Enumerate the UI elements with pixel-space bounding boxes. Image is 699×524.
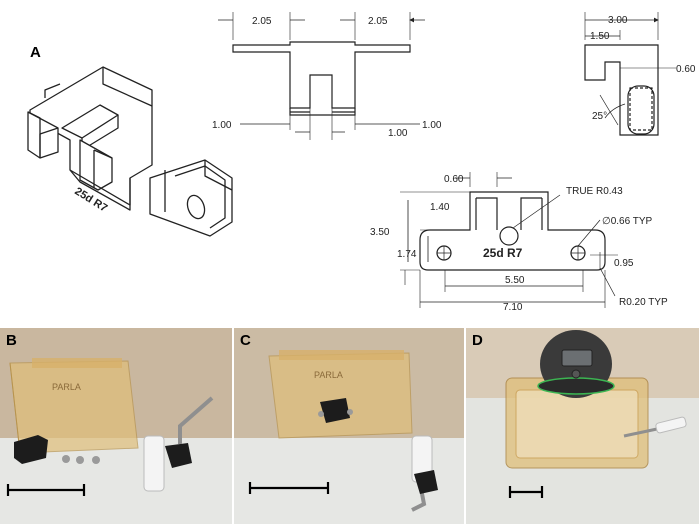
photo-row: B PARLA C PARLA	[0, 328, 699, 524]
dim-slot-left: 1.00	[212, 120, 232, 131]
dim-front-height: 3.50	[370, 227, 390, 238]
top-view	[218, 12, 425, 140]
dim-front-height-lower: 1.74	[397, 249, 417, 260]
dim-front-height-upper: 1.40	[430, 202, 450, 213]
dim-true-radius: TRUE R0.43	[566, 186, 623, 197]
dim-top-left-width: 2.05	[252, 16, 272, 27]
photo-c	[234, 328, 464, 524]
dim-side-partial: 1.50	[590, 31, 610, 42]
dim-slot-right: 1.00	[422, 120, 442, 131]
container-label-b: PARLA	[52, 382, 81, 392]
dim-front-width-total: 7.10	[503, 302, 523, 313]
panel-a: A	[27, 12, 696, 313]
panel-letter-c: C	[240, 332, 251, 349]
side-view	[584, 12, 676, 136]
panel-c: C PARLA	[234, 328, 464, 524]
isometric-view	[27, 66, 233, 237]
engineering-drawing: 25d R7 2.05 2.05 1.00 1.00 1.00	[27, 12, 696, 313]
panel-b: B PARLA	[0, 328, 232, 524]
dim-hole-offset: 0.95	[614, 258, 634, 269]
panel-letter-a: A	[30, 44, 41, 61]
front-part-label: 25d R7	[483, 246, 523, 260]
front-view	[400, 172, 618, 308]
dim-front-offset: 0.60	[444, 174, 464, 185]
photo-b	[0, 328, 232, 524]
dim-hole-dia: ∅0.66 TYP	[602, 216, 653, 227]
dim-front-width-inner: 5.50	[505, 275, 525, 286]
dim-side-angle: 25°	[592, 111, 607, 122]
dim-top-right-width: 2.05	[368, 16, 388, 27]
panel-letter-b: B	[6, 332, 17, 349]
panel-letter-d: D	[472, 332, 483, 349]
dim-slot-width: 1.00	[388, 128, 408, 139]
photo-d	[466, 328, 699, 524]
dim-corner-radius: R0.20 TYP	[619, 297, 668, 308]
panel-d: D	[466, 328, 699, 524]
dim-side-total: 3.00	[608, 15, 628, 26]
dim-side-thickness: 0.60	[676, 64, 696, 75]
container-label-c: PARLA	[314, 370, 343, 380]
